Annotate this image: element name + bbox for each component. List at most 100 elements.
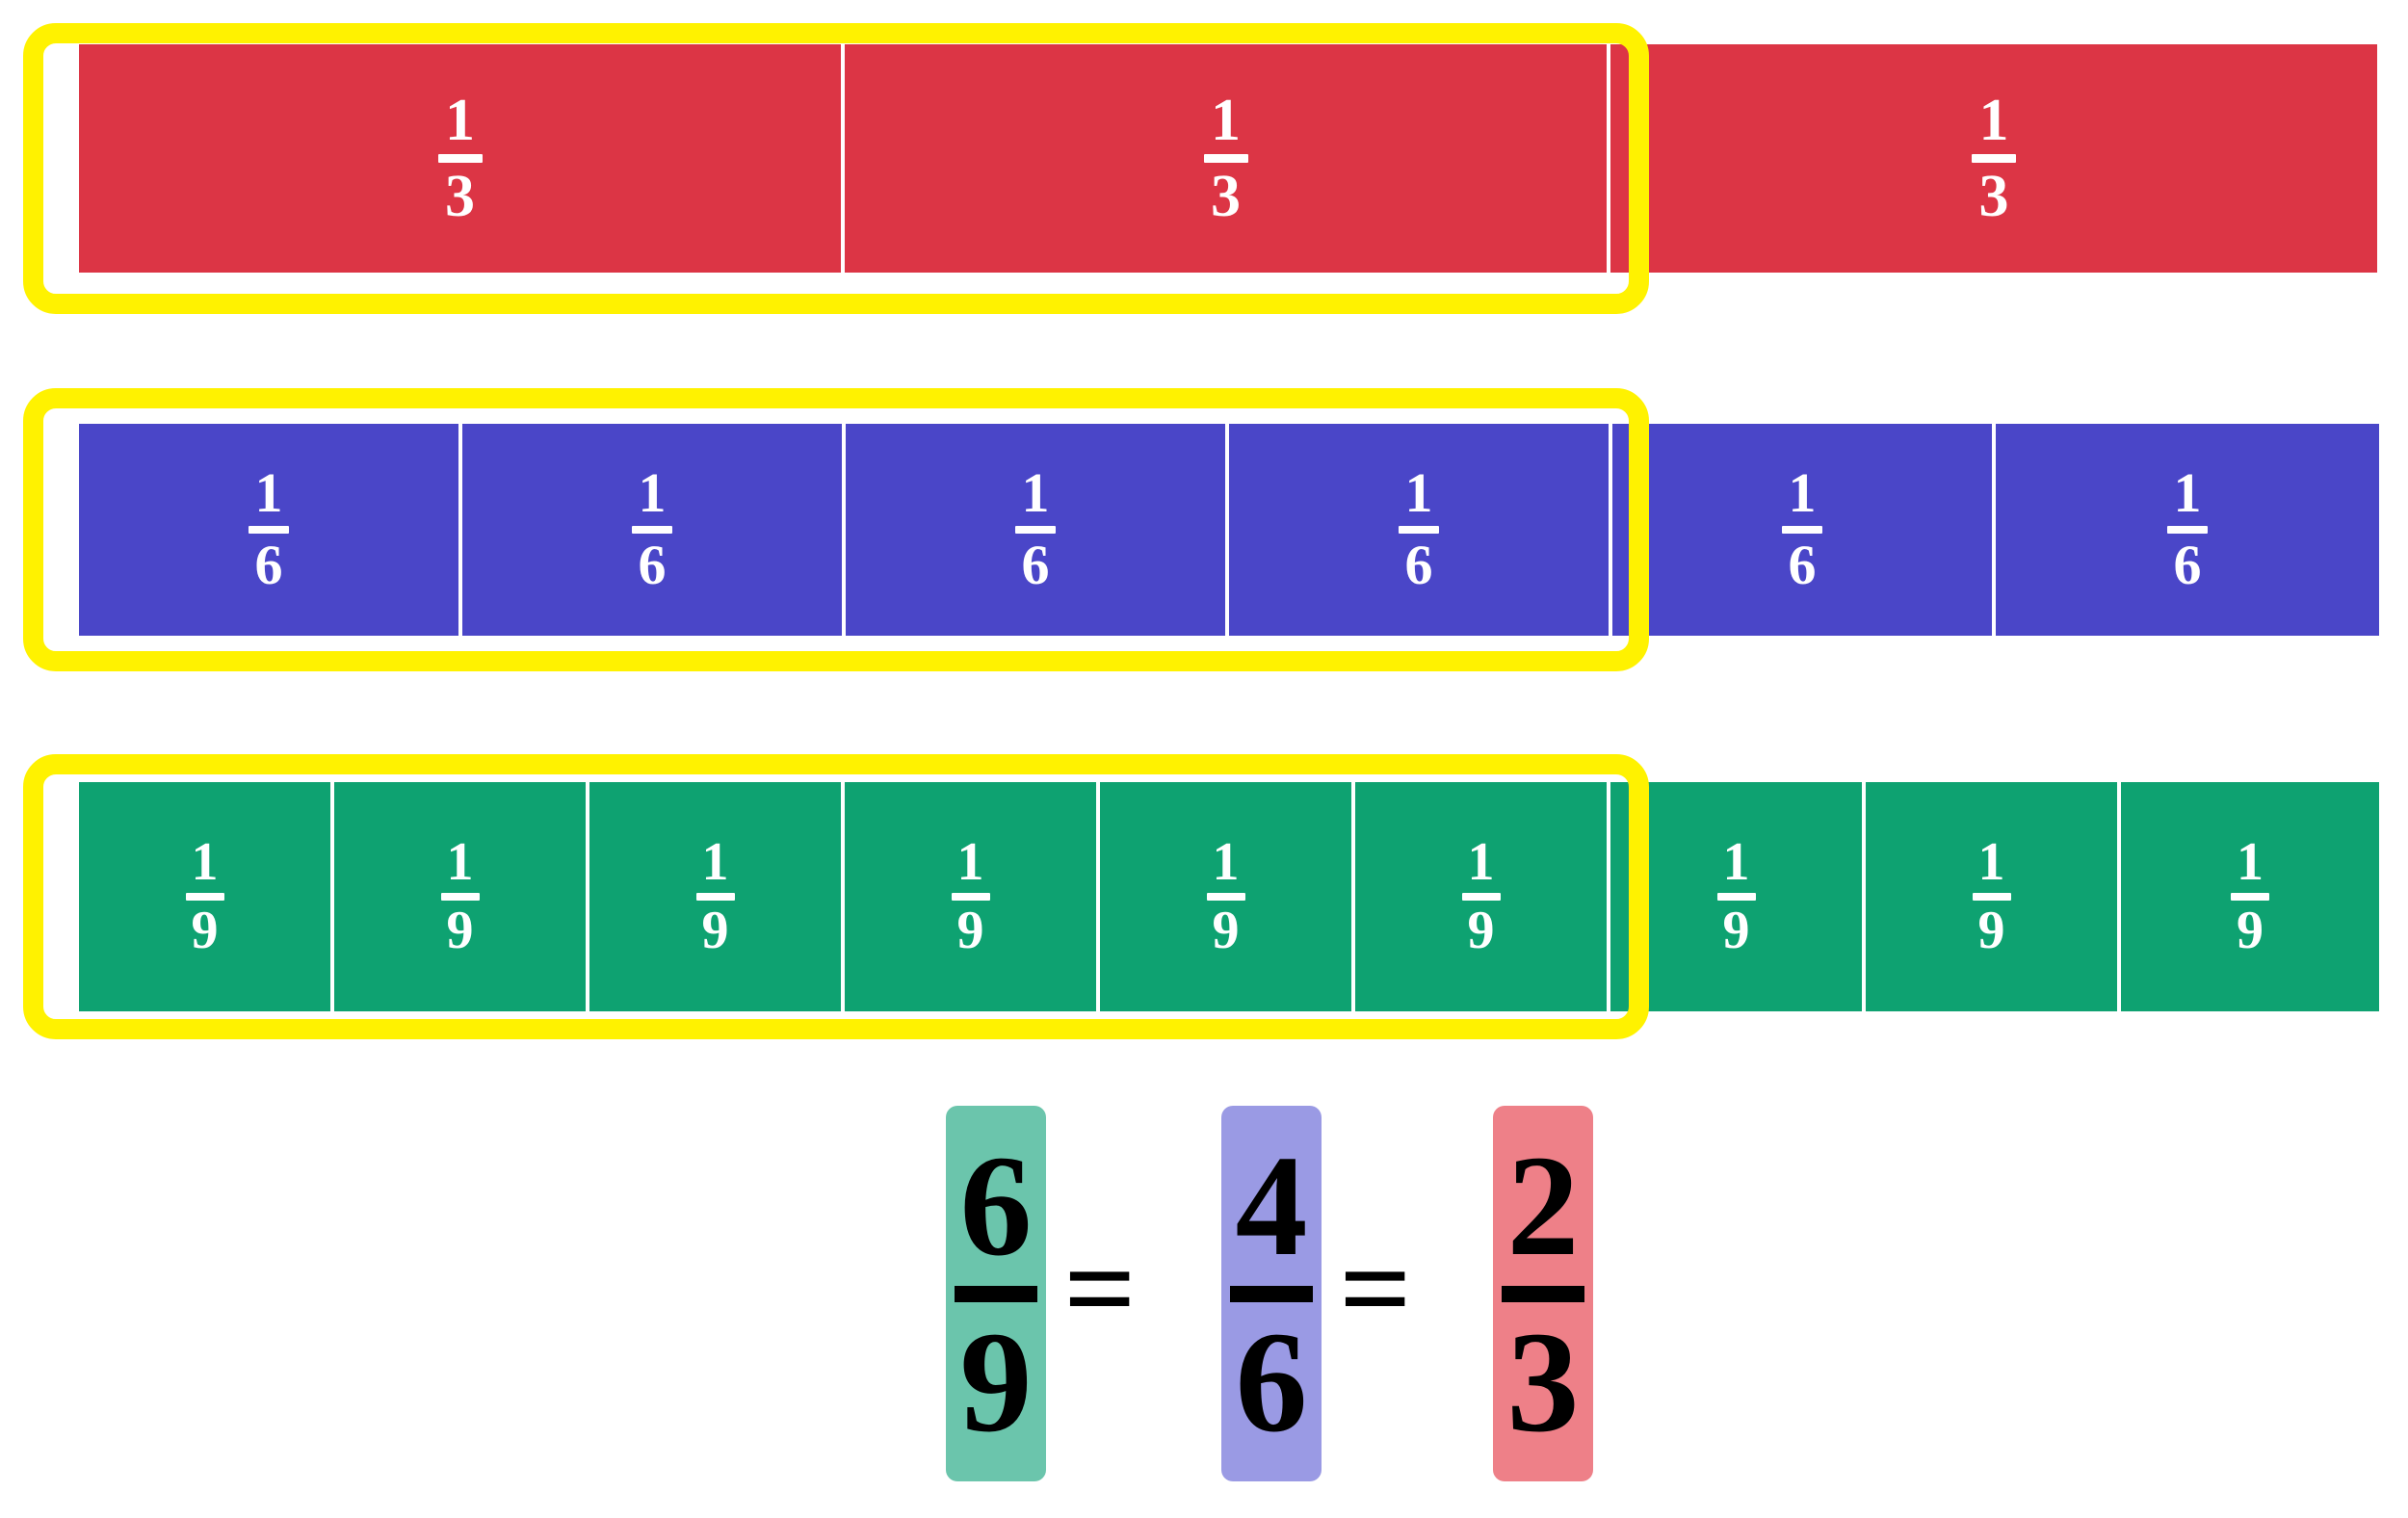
fraction-rule (1782, 526, 1822, 534)
equation-fraction: 6 9 (955, 1134, 1037, 1462)
fraction-numerator: 1 (254, 461, 283, 525)
fraction-numerator: 1 (1021, 461, 1050, 525)
strip-cell-ninths-5[interactable]: 1 9 (1100, 782, 1355, 1011)
strip-cell-sixths-2[interactable]: 1 6 (462, 424, 846, 636)
fraction-label: 1 9 (185, 836, 224, 960)
bar-thirds: 1 3 1 3 1 3 (79, 44, 2377, 273)
fraction-denominator: 9 (2237, 901, 2264, 960)
fraction-label: 1 6 (1399, 465, 1439, 596)
equation-term-two-thirds[interactable]: 2 3 (1493, 1106, 1593, 1481)
fraction-denominator: 6 (638, 534, 667, 596)
fraction-denominator: 9 (1212, 901, 1240, 960)
equation-term-six-ninths[interactable]: 6 9 (946, 1106, 1046, 1481)
bar-ninths: 1 9 1 9 1 9 (79, 782, 2379, 1011)
fraction-rule (1461, 893, 1501, 901)
fraction-label: 1 9 (1206, 832, 1245, 960)
fraction-label: 1 6 (1015, 461, 1056, 596)
fraction-rule (1399, 526, 1439, 534)
equation-fraction: 4 6 (1230, 1125, 1313, 1462)
fraction-label: 1 6 (249, 461, 289, 596)
fraction-denominator: 6 (1021, 534, 1050, 596)
strip-cell-ninths-7[interactable]: 1 9 (1610, 782, 1866, 1011)
fraction-rule (695, 893, 735, 901)
strip-cell-ninths-2[interactable]: 1 9 (334, 782, 589, 1011)
strip-cell-sixths-3[interactable]: 1 6 (846, 424, 1229, 636)
equation-fraction-rule (955, 1285, 1037, 1302)
equals-sign-2: = (1339, 1217, 1412, 1359)
fraction-denominator: 6 (1404, 534, 1433, 596)
equals-sign-1: = (1063, 1217, 1137, 1359)
strip-cell-ninths-8[interactable]: 1 9 (1866, 782, 2121, 1011)
strip-cell-ninths-6[interactable]: 1 9 (1355, 782, 1610, 1011)
fraction-rule (1972, 893, 2011, 901)
fraction-label: 1 9 (1716, 832, 1756, 960)
strip-cell-sixths-6[interactable]: 1 6 (1996, 424, 2379, 636)
fraction-numerator: 1 (1212, 832, 1240, 893)
equation-denominator: 6 (1235, 1301, 1308, 1462)
fraction-denominator: 3 (445, 164, 475, 229)
bar-sixths: 1 6 1 6 1 6 (79, 424, 2379, 636)
fraction-rule (249, 526, 289, 534)
equation-fraction: 2 3 (1502, 1125, 1584, 1462)
fraction-numerator: 1 (701, 832, 729, 893)
equation-denominator: 9 (959, 1301, 1033, 1462)
fraction-numerator: 1 (1722, 832, 1750, 893)
fraction-numerator: 1 (1977, 832, 2005, 893)
fraction-label: 1 9 (2231, 832, 2269, 960)
fraction-rule (2231, 893, 2269, 901)
fraction-label: 1 6 (632, 461, 672, 596)
fraction-label: 1 6 (1782, 461, 1822, 596)
equivalence-equation: 6 9 = 4 6 = 2 3 (0, 1079, 2408, 1518)
strip-cell-thirds-2[interactable]: 1 3 (845, 44, 1610, 273)
fraction-rule (2167, 526, 2208, 534)
fraction-label: 1 3 (437, 87, 483, 229)
fraction-numerator: 1 (638, 461, 667, 525)
strip-cell-ninths-9[interactable]: 1 9 (2121, 782, 2379, 1011)
strip-cell-sixths-1[interactable]: 1 6 (79, 424, 462, 636)
equation-numerator: 4 (1235, 1125, 1308, 1286)
strip-cell-ninths-1[interactable]: 1 9 (79, 782, 334, 1011)
fraction-rule (440, 893, 480, 901)
fraction-denominator: 6 (2173, 534, 2202, 596)
fraction-denominator: 6 (254, 534, 283, 596)
fraction-denominator: 6 (1788, 534, 1817, 596)
fraction-rule (1206, 893, 1245, 901)
fraction-rule (1015, 526, 1056, 534)
equation-denominator: 3 (1506, 1301, 1580, 1462)
fraction-rule (185, 893, 224, 901)
fraction-rule (1972, 154, 2016, 163)
fraction-denominator: 9 (956, 901, 984, 960)
fraction-numerator: 1 (445, 87, 475, 153)
fraction-numerator: 1 (2237, 832, 2264, 893)
fraction-numerator: 1 (446, 832, 474, 893)
fraction-label: 1 9 (440, 832, 480, 957)
strip-cell-thirds-1[interactable]: 1 3 (79, 44, 845, 273)
fraction-label: 1 9 (1461, 832, 1501, 960)
fraction-denominator: 9 (1722, 901, 1750, 960)
fraction-label: 1 9 (695, 832, 735, 960)
fraction-rule (632, 526, 672, 534)
strip-cell-ninths-3[interactable]: 1 9 (589, 782, 845, 1011)
fraction-denominator: 9 (191, 901, 219, 960)
equation-numerator: 2 (1506, 1125, 1580, 1286)
fraction-label: 1 3 (1972, 91, 2016, 229)
strip-cell-sixths-4[interactable]: 1 6 (1229, 424, 1612, 636)
fraction-denominator: 9 (1467, 901, 1495, 960)
strip-cell-sixths-5[interactable]: 1 6 (1612, 424, 1996, 636)
fraction-rule (1716, 893, 1756, 901)
strip-cell-ninths-4[interactable]: 1 9 (845, 782, 1100, 1011)
strip-cell-thirds-3[interactable]: 1 3 (1610, 44, 2377, 273)
equation-term-four-sixths[interactable]: 4 6 (1221, 1106, 1322, 1481)
fraction-numerator: 1 (1788, 461, 1817, 525)
fraction-numerator: 1 (2173, 461, 2202, 525)
fraction-label: 1 6 (2167, 461, 2208, 596)
fraction-denominator: 9 (1977, 901, 2005, 960)
fraction-numerator: 1 (956, 832, 984, 893)
fraction-denominator: 9 (701, 901, 729, 960)
fraction-numerator: 1 (1467, 832, 1495, 893)
fraction-label: 1 9 (951, 832, 990, 960)
fraction-rule (437, 154, 483, 163)
fraction-denominator: 3 (1978, 164, 2009, 229)
equation-fraction-rule (1502, 1285, 1584, 1302)
